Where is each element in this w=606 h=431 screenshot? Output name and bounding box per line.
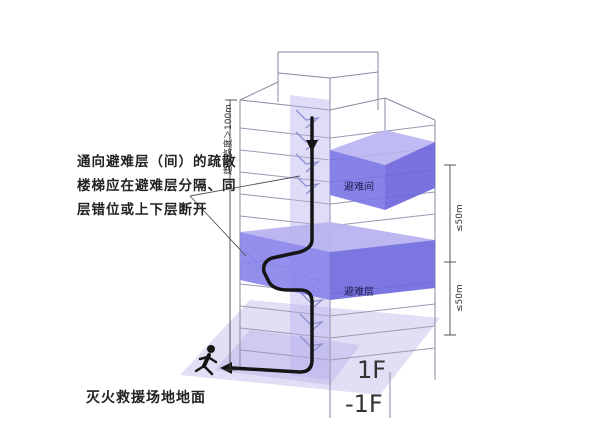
ground-label: 灭火救援场地地面	[86, 390, 206, 406]
ground-plane-shadow	[215, 330, 360, 385]
refuge-floor-slab	[240, 222, 435, 300]
refuge-room-box	[330, 130, 435, 210]
height-label: 建筑高度＞100m	[224, 104, 234, 175]
running-person-icon	[194, 345, 218, 376]
spacing-upper-label: ≤50m	[455, 204, 465, 232]
evacuation-path	[230, 116, 314, 374]
spacing-lower-label: ≤50m	[455, 284, 465, 312]
spacing-dimension	[444, 164, 456, 336]
refuge-room-label: 避难间	[344, 182, 374, 193]
stair-note-line-2: 楼梯应在避难层分隔、同	[77, 178, 237, 194]
floor-1f-label: 1F	[357, 356, 387, 384]
stair-note-line-1: 通向避难层（间）的疏散	[77, 154, 237, 170]
floor-b1-label: -1F	[345, 390, 383, 418]
path-arrow-top	[306, 140, 318, 152]
height-dimension	[225, 99, 237, 371]
leader-lines	[189, 175, 301, 257]
stair-note-line-3: 层错位或上下层断开	[77, 202, 208, 218]
path-arrow-exit	[220, 362, 232, 374]
refuge-floor-label: 避难层	[344, 287, 374, 298]
